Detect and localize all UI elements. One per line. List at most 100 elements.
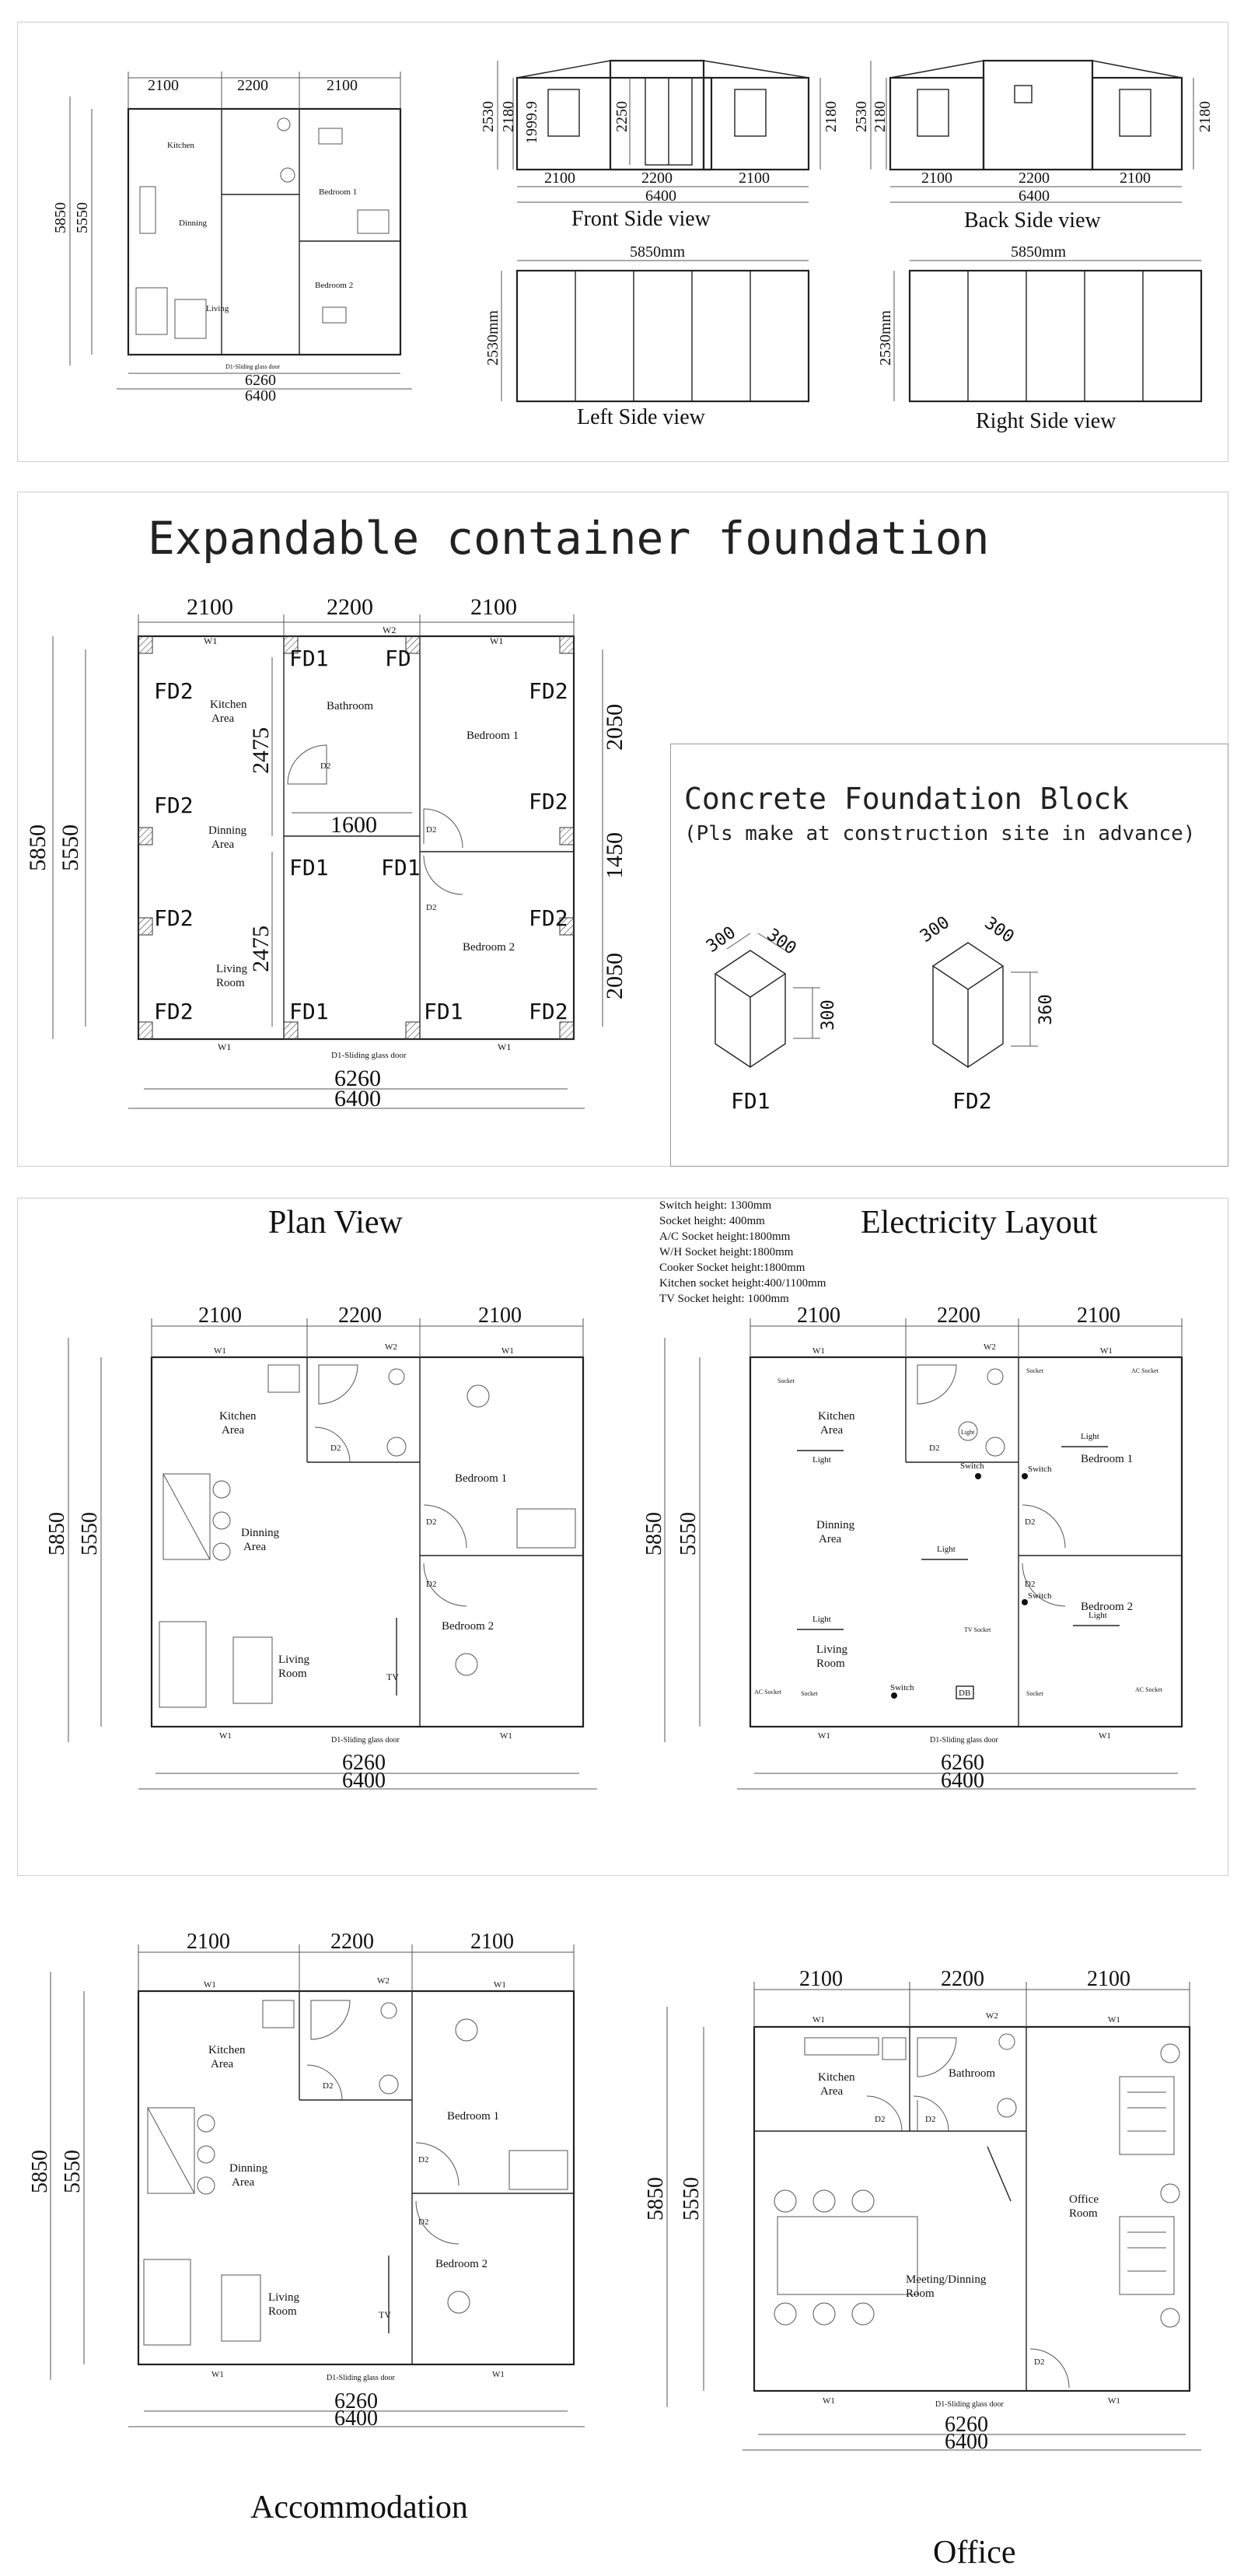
right-side-view-title: Right Side view	[976, 409, 1116, 433]
mini-kitchen: Kitchen	[167, 141, 194, 150]
pv-w1b: W1	[501, 1346, 514, 1356]
el-6400: 6400	[941, 1769, 984, 1793]
fv-2200: 2200	[641, 170, 673, 187]
fp-bedroom1: Bedroom 1	[466, 730, 519, 742]
of-2100a: 2100	[799, 1967, 843, 1991]
dim-6400-a: 6400	[245, 387, 276, 404]
bv-2100b: 2100	[1120, 170, 1151, 187]
fv-19999: 1999.9	[523, 101, 540, 144]
fp-fd2-e: FD2	[529, 678, 568, 704]
fp-2100a: 2100	[187, 594, 233, 620]
fp-2475b: 2475	[248, 926, 274, 972]
el-w2: W2	[984, 1342, 996, 1352]
ac-tv: TV	[379, 2309, 391, 2320]
electric-labels: 2100 2200 2100 6260 6400 5850 5550 Kitch…	[642, 1304, 1163, 1793]
ac-w1b: W1	[494, 1980, 506, 1990]
el-switch-2: Switch	[1028, 1465, 1052, 1474]
fv-2530: 2530	[480, 101, 497, 132]
ac-2200: 2200	[330, 1930, 374, 1954]
fp-1600: 1600	[330, 812, 377, 838]
ac-living: Living	[268, 2291, 299, 2304]
pv-kitchen-area: Area	[222, 1424, 244, 1437]
fv-2100a: 2100	[544, 170, 575, 187]
pv-2200: 2200	[338, 1304, 382, 1328]
fp-5850: 5850	[25, 824, 51, 871]
el-tv-socket: TV Socket	[964, 1626, 991, 1633]
el-kitchen: Kitchen	[818, 1410, 855, 1423]
pv-bedroom2: Bedroom 2	[442, 1620, 494, 1633]
el-socket-2: Socket	[1026, 1367, 1044, 1374]
el-light-6: Light	[961, 1429, 975, 1436]
pv-6400: 6400	[342, 1769, 386, 1793]
ac-6260: 6260	[334, 2389, 378, 2413]
office-walls	[666, 1982, 1201, 2451]
pv-living-room: Room	[278, 1668, 307, 1680]
lv-2530mm: 2530mm	[484, 310, 501, 366]
ac-d2a: D2	[323, 2081, 333, 2091]
fd2-label: FD2	[952, 1088, 992, 1114]
fp-d2b: D2	[426, 825, 436, 835]
pv-5850: 5850	[45, 1512, 69, 1556]
of-5550: 5550	[680, 2177, 704, 2221]
mini-plan-labels: 2100 2200 2100 6260 6400 5850 5550 Kitch…	[52, 77, 358, 404]
el-w1d: W1	[1099, 1731, 1111, 1741]
rv-5850mm: 5850mm	[1011, 243, 1067, 261]
of-2100b: 2100	[1087, 1967, 1130, 1991]
mini-bedroom1: Bedroom 1	[319, 187, 357, 197]
el-w1a: W1	[812, 1346, 825, 1356]
of-2200: 2200	[941, 1967, 984, 1991]
pv-d2c: D2	[426, 1580, 436, 1589]
fp-bedroom2: Bedroom 2	[463, 941, 515, 954]
note-wh: W/H Socket height:1800mm	[659, 1246, 794, 1258]
el-light-1: Light	[812, 1455, 831, 1465]
of-w1c: W1	[823, 2396, 835, 2406]
electricity-layout-title: Electricity Layout	[861, 1205, 1098, 1241]
of-office: Office	[1069, 2193, 1099, 2206]
dim-5850-a: 5850	[52, 202, 69, 233]
fp-fd1-e: FD1	[289, 999, 329, 1024]
note-tv: TV Socket height: 1000mm	[659, 1293, 789, 1305]
of-5850: 5850	[644, 2177, 668, 2221]
el-ac-2: AC Socket	[754, 1689, 782, 1696]
fp-2050b: 2050	[602, 953, 627, 999]
fp-kitchen-area: Area	[211, 712, 234, 725]
el-d2c: D2	[1025, 1580, 1035, 1589]
fp-fd1-a: FD1	[289, 646, 329, 671]
foundation-plan-labels: 2100 2200 2100 6260 6400 5850 5550 2475 …	[25, 594, 627, 1111]
el-2200: 2200	[937, 1304, 980, 1328]
of-d2b: D2	[925, 2115, 935, 2124]
back-view-labels: 2530 2180 2180 2100 2200 2100 6400 Back …	[853, 101, 1214, 233]
accommodation-title: Accommodation	[250, 2490, 468, 2525]
dim-2100-b: 2100	[327, 77, 358, 94]
ac-5550: 5550	[61, 2150, 85, 2193]
el-d2a: D2	[929, 1444, 939, 1453]
of-d2c: D2	[1034, 2357, 1044, 2367]
of-d2a: D2	[875, 2115, 885, 2124]
el-5850: 5850	[642, 1512, 666, 1556]
pv-d2a: D2	[330, 1444, 341, 1453]
mini-bedroom2: Bedroom 2	[315, 281, 353, 290]
foundation-block-title: Concrete Foundation Block	[684, 782, 1129, 816]
of-office-room: Room	[1069, 2207, 1098, 2220]
fp-fd2-c: FD2	[154, 905, 194, 931]
pv-dinning: Dinning	[241, 1527, 280, 1539]
fp-kitchen: Kitchen	[210, 698, 247, 711]
bv-6400: 6400	[1019, 187, 1050, 205]
of-bathroom: Bathroom	[949, 2067, 995, 2080]
el-socket-3: Socket	[1026, 1690, 1044, 1697]
fp-fd-b: FD	[385, 646, 411, 671]
dim-2200-a: 2200	[237, 77, 268, 94]
note-switch: Switch height: 1300mm	[659, 1199, 772, 1212]
left-side-view-title: Left Side view	[577, 405, 706, 429]
note-ac: A/C Socket height:1800mm	[659, 1230, 791, 1243]
fp-5550: 5550	[58, 824, 83, 871]
fp-door: D1-Sliding glass door	[331, 1051, 407, 1060]
ac-w2: W2	[377, 1976, 390, 1986]
bv-2180: 2180	[872, 101, 889, 132]
fp-fd1-c: FD1	[289, 855, 329, 880]
of-w2: W2	[986, 2011, 998, 2021]
ac-w1c: W1	[211, 2370, 224, 2379]
pv-door: D1-Sliding glass door	[331, 1736, 400, 1745]
fp-fd2-f: FD2	[529, 789, 568, 814]
fv-2180: 2180	[500, 101, 517, 132]
